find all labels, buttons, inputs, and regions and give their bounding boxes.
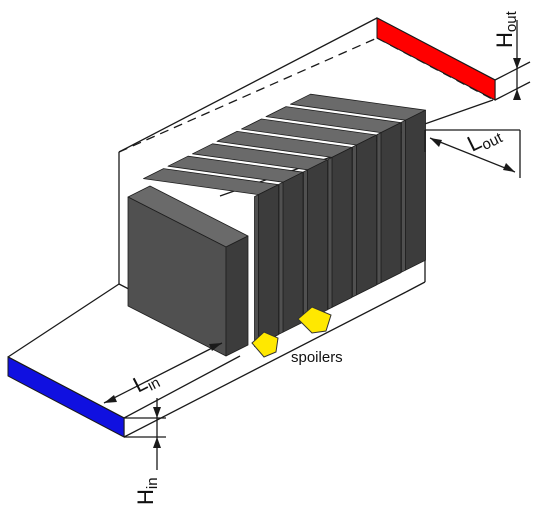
block-front [278, 181, 284, 335]
block-front [352, 144, 357, 298]
block-side [380, 122, 402, 284]
block-front [327, 156, 333, 310]
block-side [258, 184, 279, 346]
dimension-l-out [424, 130, 521, 178]
block-front [303, 169, 308, 323]
h-in-label: Hin [133, 477, 161, 505]
inlet [7, 356, 125, 438]
front-block-side [225, 235, 249, 357]
outlet [376, 17, 496, 101]
outlet-face [376, 17, 496, 101]
spoiler-1 [251, 331, 279, 358]
heated-blocks [127, 93, 426, 357]
block-side [405, 109, 426, 271]
block-side [356, 134, 377, 296]
block-front [254, 194, 259, 348]
block-side [282, 171, 304, 333]
l-in-label: Lin [129, 364, 163, 400]
block-front [401, 119, 406, 273]
spoiler-2 [297, 306, 332, 334]
spoilers-label: spoilers [291, 349, 343, 366]
dimension-h-in [124, 398, 166, 470]
block-side [307, 159, 328, 321]
h-out-label: Hout [492, 10, 520, 48]
spoilers [251, 306, 332, 358]
dimension-h-out [494, 20, 531, 101]
block-front [376, 132, 382, 286]
dimension-l-in [103, 342, 223, 404]
block-side [331, 146, 353, 308]
inlet-face [7, 356, 125, 438]
